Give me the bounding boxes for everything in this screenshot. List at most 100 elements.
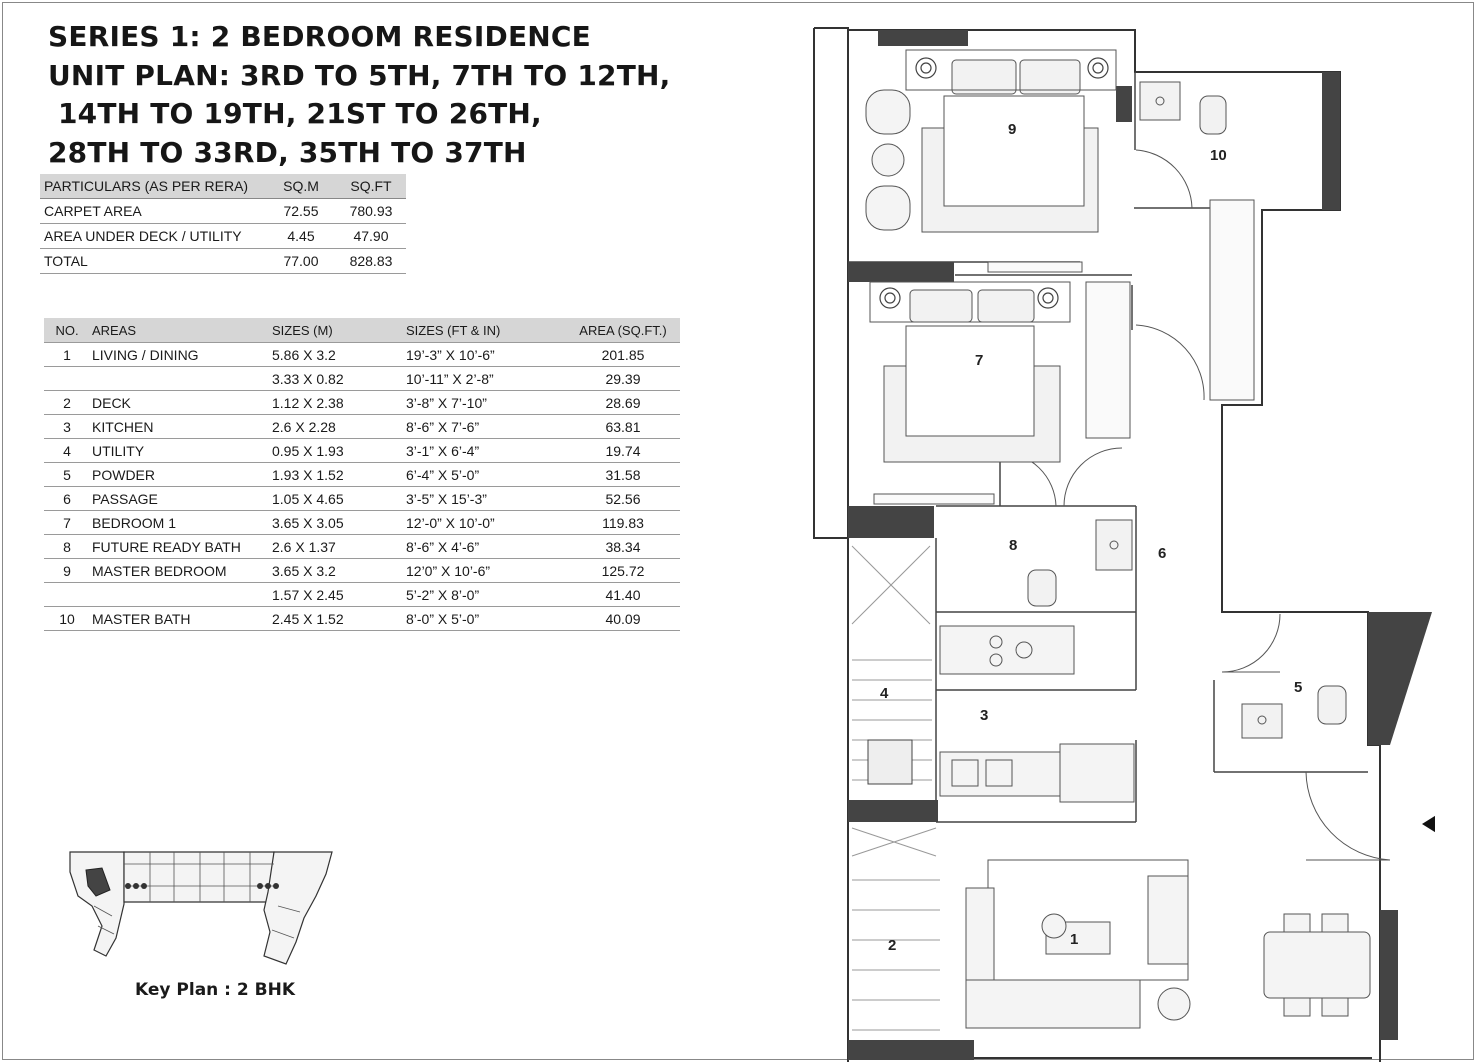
room-label-5: 5 (1294, 679, 1302, 696)
bed-secondary (869, 281, 1071, 463)
areas-cell (90, 582, 270, 607)
areas-cell: 6 (44, 486, 90, 511)
title-line: UNIT PLAN: 3RD TO 5TH, 7TH TO 12TH, (48, 58, 671, 92)
areas-cell: POWDER (90, 462, 270, 487)
areas-cell: 1.57 X 2.45 (270, 582, 404, 607)
rera-row: AREA UNDER DECK / UTILITY 4.45 47.90 (40, 223, 406, 249)
areas-cell: 52.56 (566, 486, 680, 511)
room-labels: 1 2 3 4 5 6 7 8 9 10 (880, 121, 1302, 954)
areas-cell (90, 366, 270, 391)
key-plan-diagram (69, 851, 333, 965)
areas-cell: DECK (90, 390, 270, 415)
rera-cell: AREA UNDER DECK / UTILITY (40, 223, 266, 249)
areas-cell: 38.34 (566, 534, 680, 559)
areas-cell: 2 (44, 390, 90, 415)
areas-cell: 0.95 X 1.93 (270, 438, 404, 463)
areas-cell: 28.69 (566, 390, 680, 415)
areas-cell: 2.45 X 1.52 (270, 606, 404, 631)
areas-cell: UTILITY (90, 438, 270, 463)
wall-blocks (848, 30, 1432, 1060)
areas-header-row: NO. AREAS SIZES (M) SIZES (FT & IN) AREA… (44, 318, 680, 343)
areas-cell: 5.86 X 3.2 (270, 342, 404, 367)
rera-cell: 828.83 (336, 248, 406, 274)
areas-cell: 1 (44, 342, 90, 367)
deck-hatch (851, 545, 940, 1031)
room-label-10: 10 (1210, 147, 1227, 164)
bath-fixtures (1027, 81, 1347, 739)
rera-cell: CARPET AREA (40, 198, 266, 224)
rera-header: PARTICULARS (AS PER RERA) (40, 174, 266, 199)
areas-cell: 3’-8” X 7’-10” (404, 390, 566, 415)
areas-cell: FUTURE READY BATH (90, 534, 270, 559)
areas-cell: PASSAGE (90, 486, 270, 511)
areas-header: AREA (SQ.FT.) (566, 318, 680, 343)
areas-cell: 6’-4” X 5’-0” (404, 462, 566, 487)
kitchen-counters (939, 625, 1135, 803)
areas-cell: 1.05 X 4.65 (270, 486, 404, 511)
areas-cell: 3 (44, 414, 90, 439)
bed-master (905, 49, 1117, 233)
areas-cell: LIVING / DINING (90, 342, 270, 367)
lamps (879, 57, 1109, 309)
rera-cell: 780.93 (336, 198, 406, 224)
rera-row: TOTAL 77.00 828.83 (40, 248, 406, 274)
areas-cell: 19’-3” X 10’-6” (404, 342, 566, 367)
areas-cell: 8 (44, 534, 90, 559)
areas-cell: 3.33 X 0.82 (270, 366, 404, 391)
areas-cell (44, 366, 90, 391)
areas-cell: 9 (44, 558, 90, 583)
areas-cell: 3’-5” X 15’-3” (404, 486, 566, 511)
rera-cell: 72.55 (266, 198, 336, 224)
areas-cell: 63.81 (566, 414, 680, 439)
title-line: 28TH TO 33RD, 35TH TO 37TH (48, 135, 527, 169)
rera-cell: TOTAL (40, 248, 266, 274)
areas-cell: 29.39 (566, 366, 680, 391)
key-plan-caption: Key Plan : 2 BHK (135, 980, 296, 1000)
areas-cell: 201.85 (566, 342, 680, 367)
rera-cell: 4.45 (266, 223, 336, 249)
areas-cell: 12’-0” X 10’-0” (404, 510, 566, 535)
highlighted-unit (85, 867, 111, 897)
areas-cell (44, 582, 90, 607)
armchairs (865, 89, 911, 231)
areas-cell: MASTER BATH (90, 606, 270, 631)
areas-table: NO. AREAS SIZES (M) SIZES (FT & IN) AREA… (44, 318, 680, 631)
wardrobes (873, 199, 1255, 505)
areas-header: SIZES (FT & IN) (404, 318, 566, 343)
areas-cell: 10 (44, 606, 90, 631)
areas-cell: 2.6 X 1.37 (270, 534, 404, 559)
living-furniture (965, 859, 1371, 1029)
areas-cell: 41.40 (566, 582, 680, 607)
areas-cell: 12’0” X 10’-6” (404, 558, 566, 583)
rera-table: PARTICULARS (AS PER RERA) SQ.M SQ.FT CAR… (40, 174, 406, 274)
rera-cell: 47.90 (336, 223, 406, 249)
areas-header: AREAS (90, 318, 270, 343)
areas-header: SIZES (M) (270, 318, 404, 343)
areas-cell: 3’-1” X 6’-4” (404, 438, 566, 463)
areas-cell: 5 (44, 462, 90, 487)
entry-arrow-icon (1422, 815, 1435, 833)
room-label-6: 6 (1158, 545, 1166, 562)
room-label-8: 8 (1009, 537, 1017, 554)
areas-cell: KITCHEN (90, 414, 270, 439)
rera-header: SQ.M (266, 174, 336, 199)
areas-cell: MASTER BEDROOM (90, 558, 270, 583)
title-line: SERIES 1: 2 BEDROOM RESIDENCE (48, 20, 592, 53)
areas-cell: 5’-2” X 8’-0” (404, 582, 566, 607)
areas-cell: 31.58 (566, 462, 680, 487)
room-label-9: 9 (1008, 121, 1016, 138)
interior-walls (848, 72, 1368, 823)
areas-cell: 10’-11” X 2’-8” (404, 366, 566, 391)
title-line: 14TH TO 19TH, 21ST TO 26TH, (48, 97, 542, 130)
